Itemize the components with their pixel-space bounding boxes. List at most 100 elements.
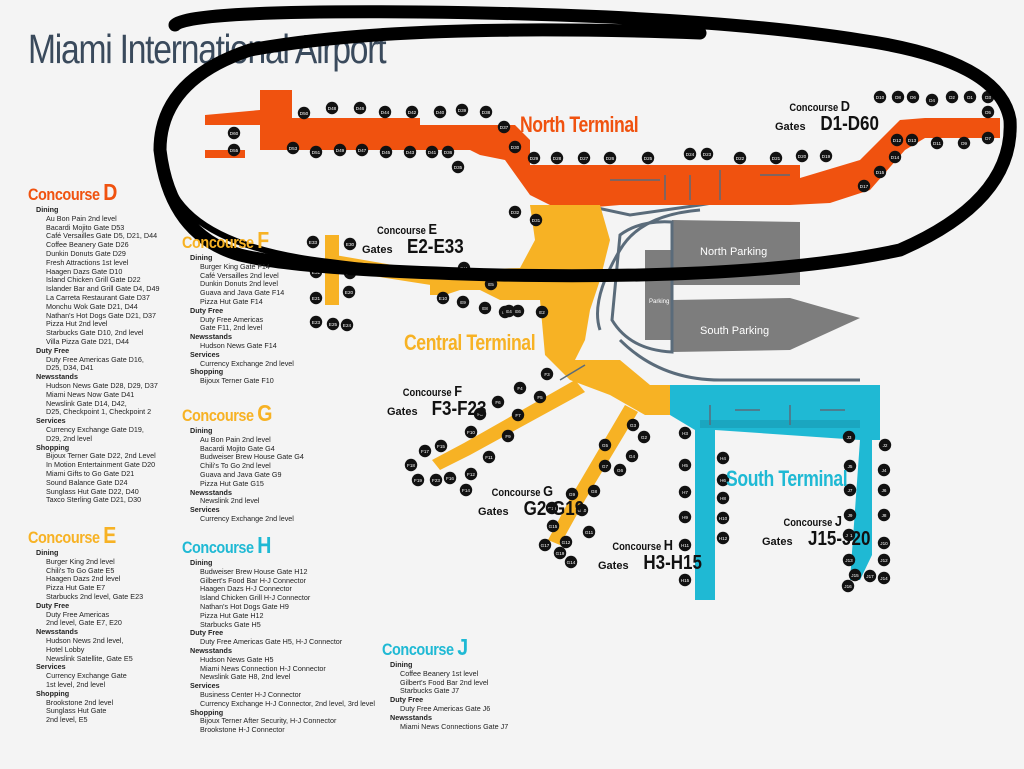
- gate-dot: [981, 131, 995, 145]
- gate-dot: [405, 105, 419, 119]
- gate-label: D49: [336, 148, 345, 153]
- guide-item: Miami News Now Gate D41: [46, 389, 135, 399]
- gate-dot: [343, 237, 357, 251]
- north-parking-label: North Parking: [700, 246, 768, 258]
- gate-marker: D53: [286, 141, 300, 155]
- guide-item: Chili's To Go 2nd level: [200, 461, 271, 471]
- gate-dot: [497, 120, 511, 134]
- gate-dot: [459, 483, 473, 497]
- gate-marker: E6: [511, 304, 525, 318]
- gate-marker: D46: [353, 101, 367, 115]
- gate-marker: D28: [550, 151, 564, 165]
- guide-item: Villa Pizza Gate D21, D44: [46, 336, 129, 346]
- guide-item: Newslink Gate H8, 2nd level: [200, 672, 291, 682]
- gate-label: F12: [467, 472, 475, 477]
- gate-label: D51: [312, 150, 321, 155]
- gate-marker: J6: [877, 483, 891, 497]
- gate-marker: D21: [769, 151, 783, 165]
- gate-marker: G3: [626, 418, 640, 432]
- gate-label: D41: [428, 150, 437, 155]
- south-parking: [672, 298, 860, 352]
- gate-dot: [613, 463, 627, 477]
- gate-marker: D8: [891, 90, 905, 104]
- gate-marker: D25: [641, 151, 655, 165]
- gate-marker: D26: [603, 151, 617, 165]
- guide-item: Café Versailles Gate D5, D21, D44: [46, 231, 158, 241]
- gate-dot: [513, 381, 527, 395]
- gate-dot: [379, 145, 393, 159]
- gate-label: D9: [961, 141, 967, 146]
- gate-dot: [482, 450, 496, 464]
- gate-marker: D14: [888, 150, 902, 164]
- guide-category: Duty Free: [190, 628, 224, 638]
- gate-marker: G8: [587, 484, 601, 498]
- gate-marker: J11: [842, 528, 856, 542]
- guide-item: Coffee Beanery Gate D26: [46, 240, 129, 250]
- guide-item: 2nd level, E5: [46, 715, 88, 725]
- gate-label: G19: [556, 551, 565, 556]
- gate-label: D4: [929, 98, 935, 103]
- gate-marker: J4: [877, 463, 891, 477]
- guide-category: Shopping: [36, 688, 70, 698]
- gate-label: D5: [985, 110, 991, 115]
- guide-category: Shopping: [36, 442, 70, 452]
- gate-dot: [342, 285, 356, 299]
- concourse-j-gates: J15-J20: [808, 528, 871, 550]
- gate-marker: F15: [434, 439, 448, 453]
- guide-item: Haagen Dazs 2nd level: [46, 574, 121, 584]
- guide-item: Nathan's Hot Dogs Gate D21, D37: [46, 310, 157, 320]
- guide-item: D25, D34, D41: [46, 363, 94, 373]
- gate-marker: D10: [873, 90, 887, 104]
- gate-dot: [716, 511, 730, 525]
- gate-marker: J2: [878, 438, 892, 452]
- gate-marker: E4: [502, 304, 516, 318]
- gate-label: H11: [681, 543, 690, 548]
- concourse-g-gates: G2-G19: [523, 498, 585, 520]
- gate-label: F4: [517, 386, 523, 391]
- guide-item: Chili's To Go Gate E5: [46, 565, 115, 575]
- central-terminal-label: Central Terminal: [404, 330, 536, 355]
- gate-marker: J8: [877, 508, 891, 522]
- gate-dot: [333, 143, 347, 157]
- guide-item: Pizza Hut 2nd level: [46, 319, 108, 329]
- gate-dot: [603, 151, 617, 165]
- gate-dot: [378, 105, 392, 119]
- gate-label: D27: [580, 156, 589, 161]
- gate-marker: H3: [678, 426, 692, 440]
- gate-marker: D48: [325, 101, 339, 115]
- guide-item: Coffee Beanery 1st level: [400, 668, 479, 678]
- guide-item: Hudson News Gate F14: [200, 340, 277, 350]
- gate-label: E2: [539, 310, 545, 315]
- guide-item: Pizza Hut Gate E7: [46, 583, 106, 593]
- concourse-d-letter: D: [840, 98, 850, 115]
- gate-marker: D40: [433, 105, 447, 119]
- gate-marker: D7: [981, 131, 995, 145]
- gate-marker: D1: [963, 90, 977, 104]
- gate-label: D17: [860, 184, 869, 189]
- gate-dot: [626, 418, 640, 432]
- center-parking: [645, 250, 671, 340]
- gate-dot: [945, 90, 959, 104]
- guide-item: Island Chicken Grill Gate D22: [46, 275, 141, 285]
- gate-label: F17: [421, 449, 429, 454]
- gate-dot: [848, 568, 862, 582]
- gate-dot: [550, 151, 564, 165]
- guide-heading-g: Concourse G: [182, 402, 286, 426]
- gate-marker: D24: [683, 147, 697, 161]
- gate-label: D22: [736, 156, 745, 161]
- gate-dot: [502, 304, 516, 318]
- guide-item: Currency Exchange Gate: [46, 671, 127, 681]
- gate-label: D12: [893, 138, 902, 143]
- gate-marker: D5: [981, 105, 995, 119]
- gate-marker: D47: [355, 143, 369, 157]
- gate-dot: [863, 569, 877, 583]
- gate-label: H9: [682, 515, 688, 520]
- guide-item: Café Versailles 2nd level: [200, 270, 279, 280]
- gate-dot: [843, 483, 857, 497]
- gate-dot: [877, 571, 891, 585]
- gate-label: E5: [488, 282, 494, 287]
- gate-label: F11: [485, 455, 493, 460]
- gate-label: E4: [506, 309, 512, 314]
